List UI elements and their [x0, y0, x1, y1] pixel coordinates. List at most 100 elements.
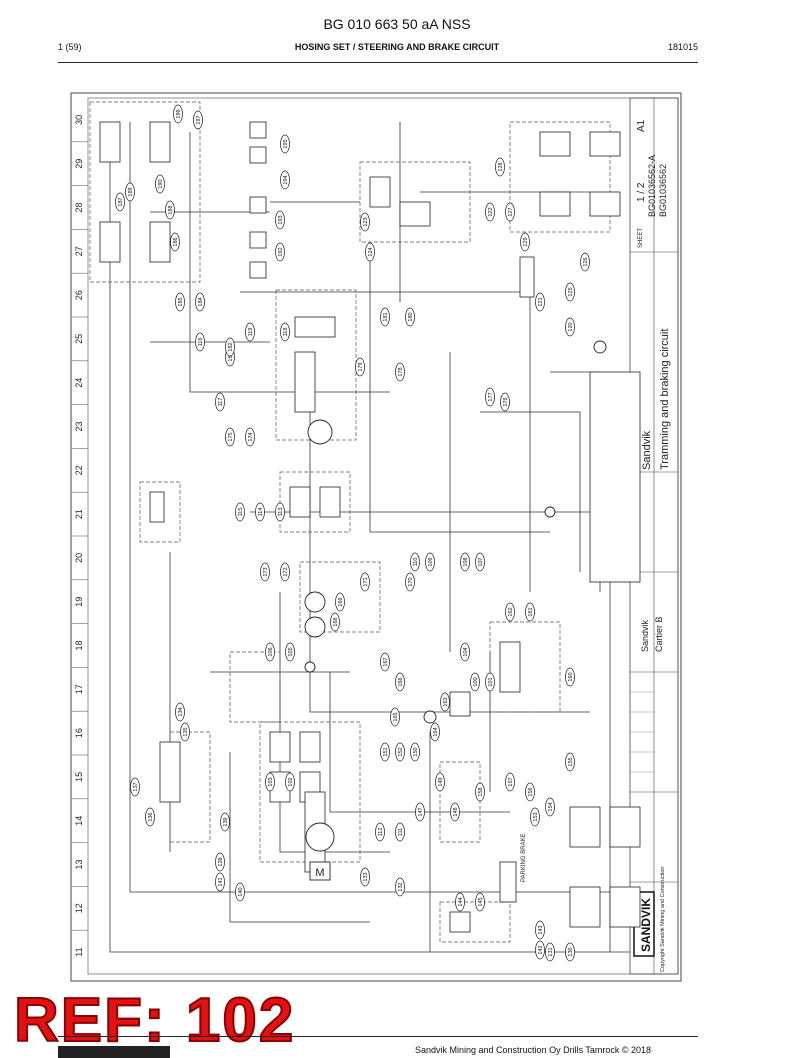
bubble-number: 143	[538, 925, 544, 934]
bubble-number: 167	[383, 657, 389, 666]
bubble-number: 156	[528, 787, 534, 796]
model-name: Cartier B	[654, 616, 664, 652]
reference-bubble: 197	[193, 110, 203, 130]
bubble-number: 119	[248, 328, 254, 337]
reference-bubble: 169	[335, 592, 345, 612]
bubble-number: 105	[288, 647, 294, 656]
reference-bubble: 100	[470, 672, 480, 692]
reference-bubble: 106	[265, 642, 275, 662]
reference-bubble: 153	[530, 807, 540, 827]
bubble-number: 182	[228, 342, 234, 351]
bubble-number: 157	[508, 777, 514, 786]
reference-bubble: 112	[375, 822, 385, 842]
reference-bubble: 137	[130, 777, 140, 797]
reference-bubble: 166	[395, 672, 405, 692]
bubble-number: 102	[288, 777, 294, 786]
reference-bubble: 116	[195, 332, 205, 352]
bubble-number: 186	[173, 237, 179, 246]
bubble-number: 168	[333, 617, 339, 626]
reference-bubble: 127	[505, 202, 515, 222]
bubble-number: 121	[538, 297, 544, 306]
bubble-number: 160	[568, 672, 574, 681]
grid-number: 30	[74, 115, 84, 125]
bubble-number: 150	[413, 747, 419, 756]
bubble-number: 123	[363, 217, 369, 226]
footer-text: Sandvik Mining and Construction Oy Drill…	[415, 1045, 652, 1055]
grid-number: 19	[74, 597, 84, 607]
reference-bubble: 179	[355, 357, 365, 377]
reference-bubble: 174	[245, 427, 255, 447]
grid-number: 14	[74, 816, 84, 826]
components	[99, 121, 641, 933]
reference-bubble: 133	[360, 867, 370, 887]
bubble-number: 138	[218, 857, 224, 866]
reference-bubble: 154	[545, 797, 555, 817]
reference-bubble: 131	[545, 942, 555, 962]
reference-bubble: 114	[255, 502, 265, 522]
reference-bubble: 107	[475, 552, 485, 572]
title-company: Sandvik	[641, 430, 653, 470]
bubble-number: 112	[378, 828, 384, 837]
reference-bubble: 175	[225, 427, 235, 447]
bubble-number: 197	[196, 115, 202, 124]
bubble-number: 175	[228, 432, 234, 441]
bubble-number: 103	[268, 777, 274, 786]
reference-bubble: 161	[525, 602, 535, 622]
bubble-number: 111	[398, 828, 404, 836]
copyright-note: Copyright Sandvik Mining and Constructio…	[660, 867, 666, 972]
bubble-number: 137	[133, 782, 139, 791]
reference-bubble: 108	[460, 552, 470, 572]
bubble-number: 185	[178, 297, 184, 306]
reference-bubble: 149	[435, 772, 445, 792]
bubble-number: 176	[503, 397, 509, 406]
bubble-number: 164	[433, 727, 439, 736]
grid-number: 18	[74, 640, 84, 650]
reference-bubble: 103	[265, 772, 275, 792]
grid-number: 17	[74, 684, 84, 694]
reference-bubble: 113	[275, 502, 285, 522]
bubble-number: 131	[548, 947, 554, 956]
reference-bubble: 152	[395, 742, 405, 762]
bubble-number: 162	[508, 607, 514, 616]
grid-number: 13	[74, 859, 84, 869]
bubble-number: 120	[568, 322, 574, 331]
reference-bubble: 101	[485, 672, 495, 692]
bubble-number: 130	[568, 947, 574, 956]
product-name: Sandvik	[640, 619, 650, 652]
bubble-number: 165	[393, 712, 399, 721]
bubble-number: 144	[458, 897, 464, 906]
grid-number: 29	[74, 159, 84, 169]
bubble-number: 154	[548, 802, 554, 811]
reference-bubble: 119	[245, 322, 255, 342]
bubble-number: 107	[478, 557, 484, 566]
bubble-number: 173	[263, 567, 269, 576]
bubble-number: 136	[148, 812, 154, 821]
bubble-number: 188	[168, 205, 174, 214]
bubble-number: 193	[278, 215, 284, 224]
reference-bubble: 125	[565, 282, 575, 302]
bubble-number: 180	[408, 312, 414, 321]
reference-bubble: 140	[235, 882, 245, 902]
bubble-number: 192	[278, 247, 284, 256]
bubble-number: 189	[128, 187, 134, 196]
reference-bubble: 115	[235, 502, 245, 522]
reference-bubble: 167	[380, 652, 390, 672]
reference-bubble: 124	[365, 242, 375, 262]
bubble-number: 174	[248, 432, 254, 441]
title-text: Tramming and braking circuit	[659, 329, 671, 470]
sheet-size: A1	[636, 119, 647, 132]
grid-number: 21	[74, 509, 84, 519]
bubble-number: 194	[283, 175, 289, 184]
bubble-number: 133	[363, 872, 369, 881]
bubble-number: 109	[428, 557, 434, 566]
bubble-number: 195	[283, 139, 289, 148]
bubble-number: 129	[523, 237, 529, 246]
footer-logo	[58, 1046, 170, 1058]
reference-bubble: 156	[525, 782, 535, 802]
reference-bubble: 128	[495, 157, 505, 177]
pump-symbols	[304, 340, 607, 852]
reference-bubble: 126	[580, 252, 590, 272]
bubble-number: 147	[418, 807, 424, 816]
bubble-number: 184	[198, 297, 204, 306]
